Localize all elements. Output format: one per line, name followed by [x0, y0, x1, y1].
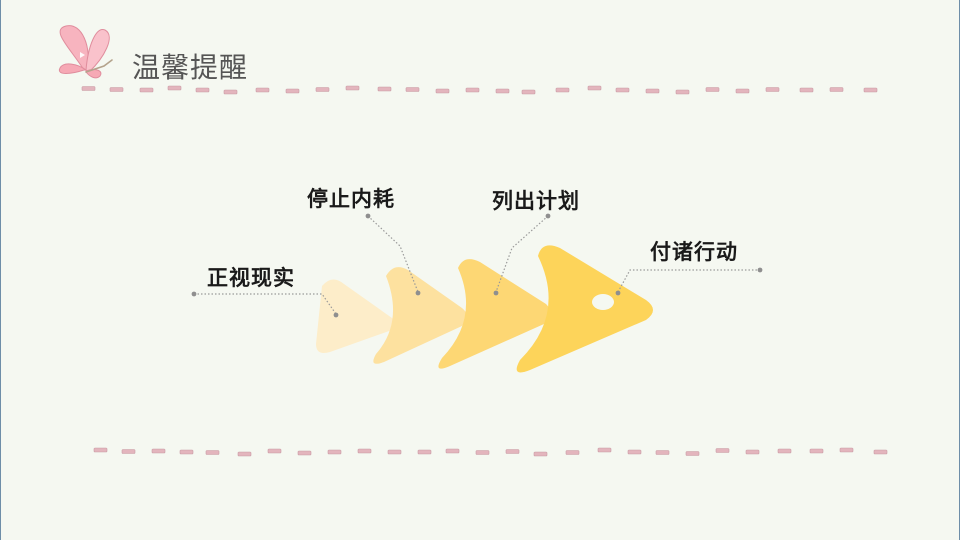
page-title: 温馨提醒: [132, 51, 249, 84]
step-label-2: 停止内耗: [307, 187, 395, 211]
step-label-1: 正视现实: [207, 266, 295, 290]
arrow-step-1: [316, 279, 395, 353]
butterfly-icon: [58, 25, 113, 79]
step-label-3: 列出计划: [492, 189, 580, 213]
leader-dots: [191, 213, 763, 318]
top-dashed-line: [81, 85, 878, 95]
leader-lines: [194, 215, 760, 315]
step-label-4: 付诸行动: [650, 240, 738, 264]
arrow-step-3: [438, 259, 551, 369]
bottom-dashed-line: [93, 447, 888, 457]
arrow-step-4: [516, 245, 653, 373]
slide-border-left: [0, 0, 1, 540]
arrow-step-2: [373, 267, 467, 364]
